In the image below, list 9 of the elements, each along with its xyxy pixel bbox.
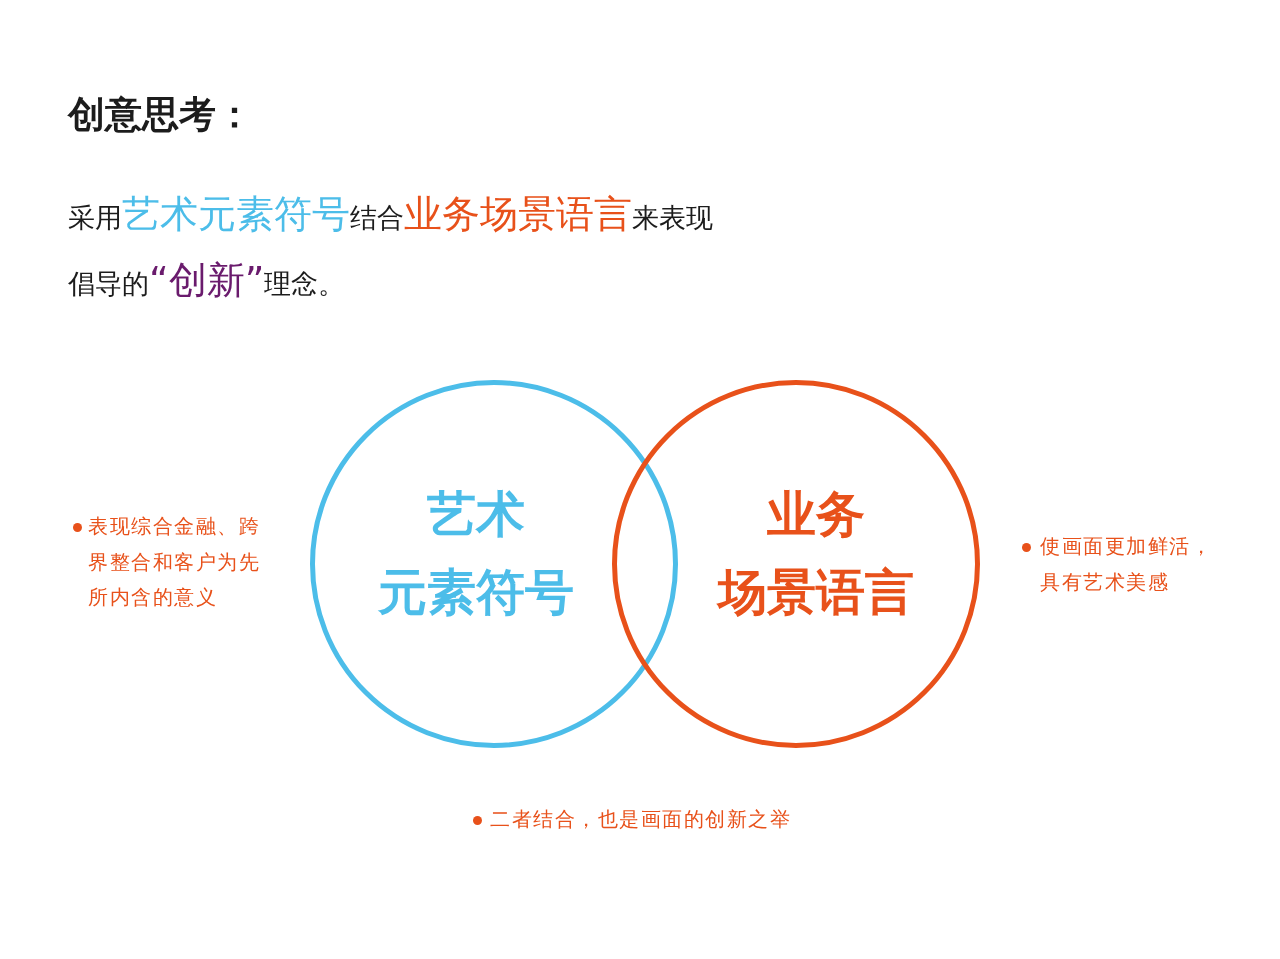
annotation-text: 二者结合，也是画面的创新之举: [490, 806, 791, 834]
annotation-text: 表现综合金融、跨界整合和客户为先所内含的意义: [88, 513, 261, 612]
circle-label: 业务场景语言: [715, 485, 915, 623]
intro-paragraph: 采用艺术元素符号结合业务场景语言来表现倡导的“创新”理念。: [68, 191, 714, 304]
venn-circle: [310, 380, 678, 748]
circle-label: 艺术元素符号: [377, 485, 575, 623]
venn-circle: [612, 380, 980, 748]
annotation-text: 使画面更加鲜活，具有艺术美感: [1040, 533, 1213, 596]
heading: 创意思考：: [68, 92, 253, 138]
